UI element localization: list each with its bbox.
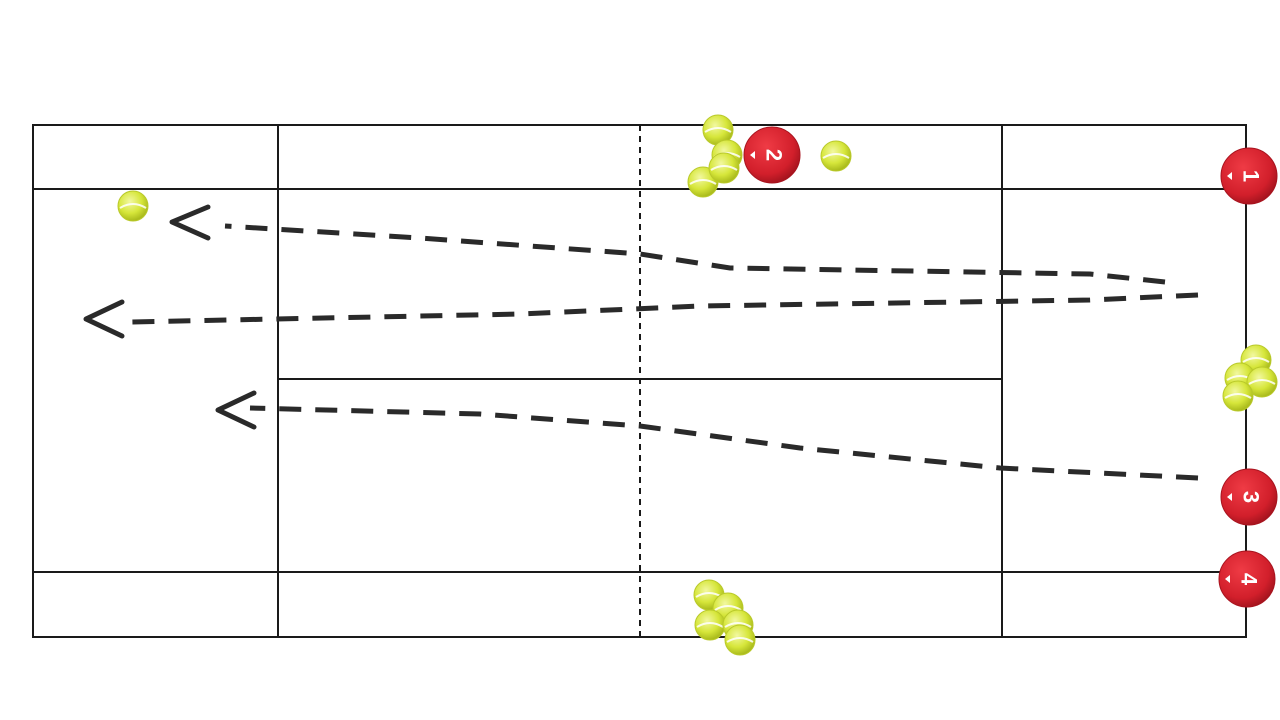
tennis-ball-icon <box>117 190 149 222</box>
direction-triangle-icon <box>1225 575 1230 583</box>
player-4-marker: 4 <box>1218 550 1276 608</box>
player-markers: 1 2 3 4 <box>743 126 1278 608</box>
direction-triangle-icon <box>1227 172 1232 180</box>
open-arrowhead-icon <box>215 390 257 430</box>
player-marker-label: 3 <box>1239 491 1264 503</box>
player-marker-label: 4 <box>1237 573 1262 586</box>
player-1-marker: 1 <box>1220 147 1278 205</box>
tennis-ball-icon <box>1222 380 1254 412</box>
open-arrowhead-icon <box>169 204 211 241</box>
shot-paths <box>129 223 1199 481</box>
player-2-marker: 2 <box>743 126 801 184</box>
direction-triangle-icon <box>1227 493 1232 501</box>
shot-path-2 <box>129 292 1199 325</box>
player-marker-label: 1 <box>1239 170 1264 182</box>
shot-path-3 <box>249 405 1199 481</box>
tennis-ball-icon <box>708 152 740 184</box>
tennis-ball-icon <box>694 609 726 641</box>
open-arrowhead-icon <box>83 299 125 339</box>
direction-triangle-icon <box>750 151 755 159</box>
player-3-marker: 3 <box>1220 468 1278 526</box>
player-marker-label: 2 <box>762 149 787 161</box>
tennis-ball-icon <box>820 140 852 172</box>
tennis-ball-icon <box>1246 366 1278 398</box>
shot-path-1 <box>224 223 1166 285</box>
arrowheads <box>83 204 257 430</box>
tennis-ball-icon <box>724 624 756 656</box>
tennis-balls <box>117 114 1278 656</box>
court-lines <box>32 124 1247 638</box>
